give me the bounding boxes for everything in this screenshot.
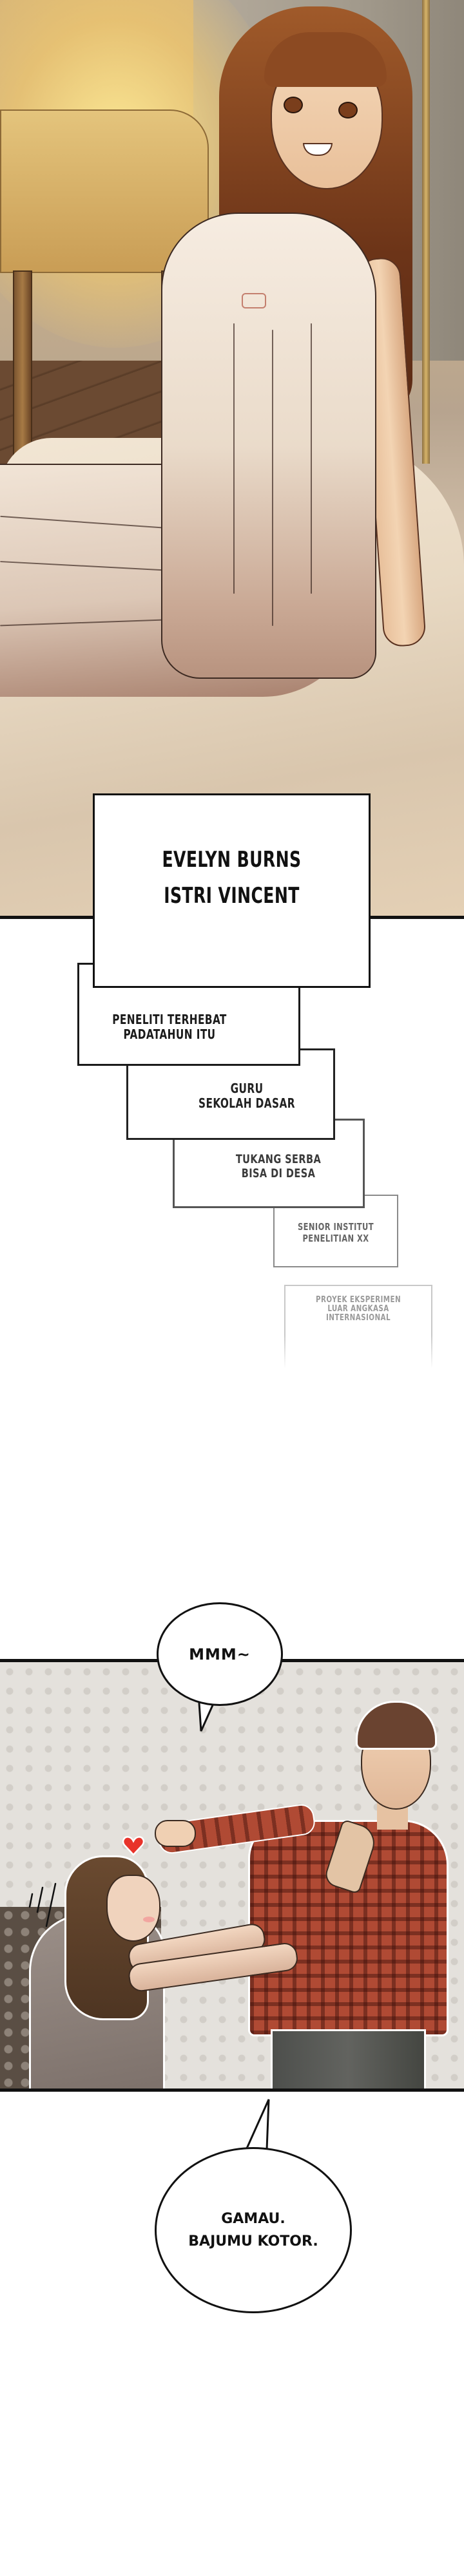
caption-name: EVELYN BURNS ISTRI VINCENT: [93, 793, 371, 988]
motion-lines-icon: [28, 1882, 57, 1927]
speech-bubble-mmm: MMM~: [157, 1602, 283, 1706]
caption-line: SENIOR INSTITUT: [297, 1221, 374, 1233]
caption-line: BISA DI DESA: [241, 1166, 316, 1180]
caption-line: PADATAHUN ITU: [123, 1027, 216, 1042]
eye: [338, 102, 358, 118]
caption-project: PROYEK EKSPERIMEN LUAR ANGKASA INTERNASI…: [284, 1285, 432, 1368]
bubble-text: GAMAU.: [221, 2210, 285, 2227]
fabric-pleat: [272, 330, 273, 626]
caption-line: SEKOLAH DASAR: [198, 1095, 295, 1111]
caption-line: PENELITIAN XX: [302, 1232, 369, 1244]
caption-line: ISTRI VINCENT: [164, 883, 300, 909]
fabric-pleat: [311, 323, 312, 594]
panel-2-couple-scene: [0, 1659, 464, 2092]
speech-bubble-gamau: GAMAU. BAJUMU KOTOR.: [155, 2147, 352, 2313]
caption-line: INTERNASIONAL: [326, 1312, 391, 1323]
caption-line: PENELITI TERHEBAT: [112, 1012, 227, 1027]
woman-face: [106, 1875, 160, 1942]
heart-icon: [122, 1836, 144, 1856]
caption-line: GURU: [230, 1081, 264, 1096]
dress-bow: [242, 293, 266, 308]
blush: [143, 1917, 155, 1922]
man-pants: [271, 2029, 426, 2088]
man-hand-on-head: [155, 1820, 196, 1847]
caption-line: TUKANG SERBA: [235, 1151, 322, 1166]
caption-line: PROYEK EKSPERIMEN: [315, 1294, 401, 1305]
eye: [284, 97, 303, 113]
fabric-pleat: [233, 323, 235, 594]
nightgown: [161, 213, 376, 679]
wall-pipe: [422, 0, 430, 464]
bubble-text: BAJUMU KOTOR.: [188, 2233, 318, 2249]
woman-bangs: [264, 32, 387, 87]
panel-1-bedroom-scene: [0, 0, 464, 919]
speech-bubble-tail: [245, 2099, 270, 2152]
caption-line: EVELYN BURNS: [162, 847, 302, 873]
caption-line: LUAR ANGKASA: [327, 1303, 389, 1314]
bubble-text: MMM~: [189, 1645, 251, 1663]
man-hair: [356, 1701, 437, 1750]
